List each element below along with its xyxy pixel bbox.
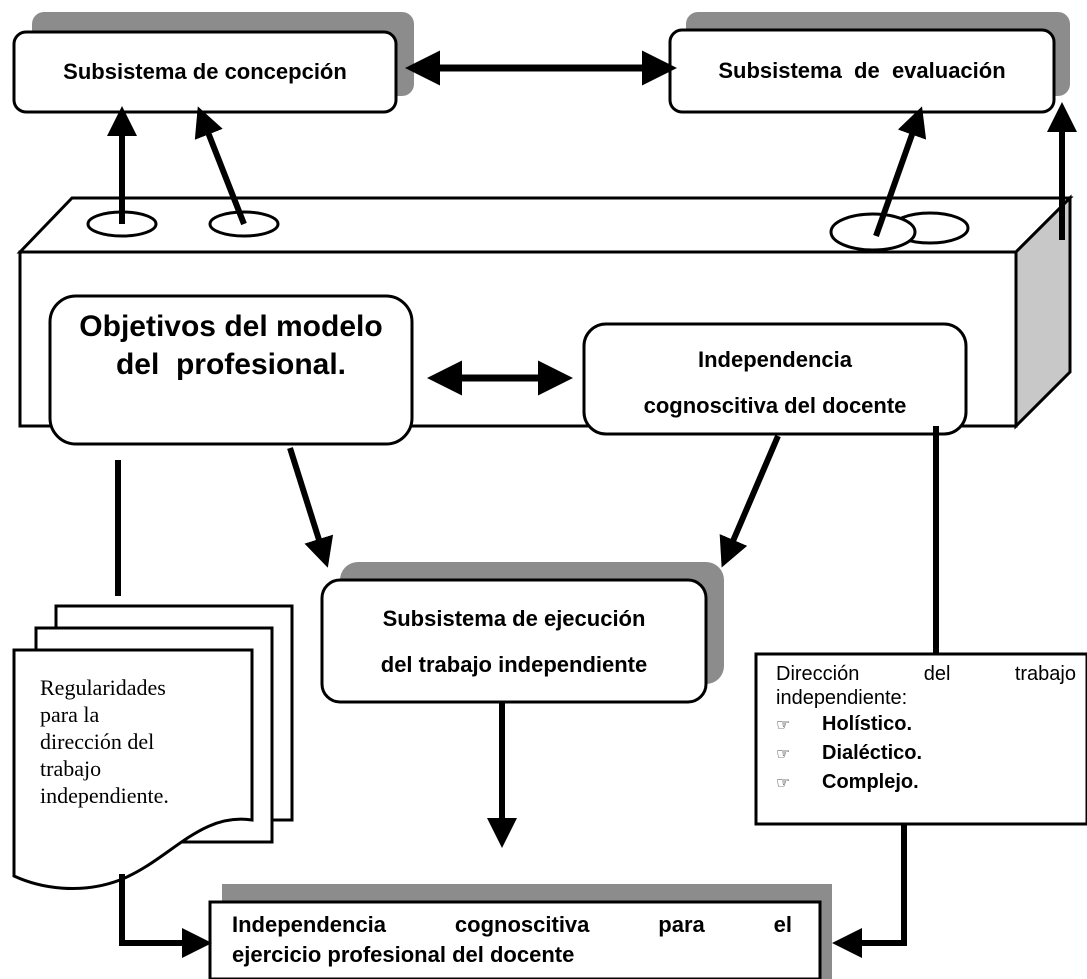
pointing-hand-icon: ☞ bbox=[776, 715, 791, 734]
regularidades-text: Regularidades para la dirección del trab… bbox=[40, 674, 240, 809]
arrow-docs-to-resultado bbox=[119, 874, 212, 958]
arrow-objetivos-to-ejecucion bbox=[287, 447, 334, 568]
evaluacion-label: Subsistema de evaluación bbox=[670, 30, 1054, 112]
regularidades-line: dirección del bbox=[40, 729, 155, 754]
concepcion-label: Subsistema de concepción bbox=[14, 32, 396, 112]
slab-hole-4 bbox=[829, 212, 917, 252]
box-objetivos bbox=[48, 294, 414, 446]
arrow-direccion-to-resultado bbox=[832, 824, 907, 958]
resultado-line-1: Independencia cognoscitiva para el bbox=[232, 912, 792, 937]
ejecucion-label: Subsistema de ejecución del trabajo inde… bbox=[322, 590, 706, 694]
pointing-hand-icon: ☞ bbox=[776, 773, 791, 792]
direccion-item: ☞ Holístico. bbox=[776, 712, 1076, 737]
direccion-item: ☞ Complejo. bbox=[776, 770, 1076, 795]
arrow-slab-to-concepcion-2 bbox=[194, 106, 247, 226]
direccion-item-label: Holístico. bbox=[822, 713, 913, 735]
resultado-label: Independencia cognoscitiva para el ejerc… bbox=[232, 908, 792, 972]
box-direccion bbox=[754, 652, 1087, 826]
direccion-text: Dirección del trabajo independiente: ☞ Ho… bbox=[776, 662, 1076, 795]
direccion-line-1: Dirección del trabajo bbox=[776, 663, 1076, 685]
regularidades-line: independiente. bbox=[40, 783, 169, 808]
independencia-docente-label: Independencia cognoscitiva del docente bbox=[584, 336, 966, 430]
direccion-item: ☞ Dialéctico. bbox=[776, 741, 1076, 766]
independencia-docente-line-1: Independencia bbox=[697, 347, 853, 372]
ejecucion-line-1: Subsistema de ejecución bbox=[382, 606, 646, 631]
direccion-line-2: independiente: bbox=[776, 687, 908, 709]
objetivos-line-2: del profesional. bbox=[115, 348, 347, 381]
ejecucion-line-2: del trabajo independiente bbox=[380, 652, 648, 677]
evaluacion-text: Subsistema de evaluación bbox=[718, 58, 1006, 83]
resultado-line-2: ejercicio profesional del docente bbox=[232, 942, 575, 967]
arrow-independencia-to-ejecucion bbox=[719, 434, 781, 568]
box-ejecucion bbox=[320, 578, 708, 704]
regularidades-line: para la bbox=[40, 702, 100, 727]
independencia-docente-line-2: cognoscitiva del docente bbox=[643, 393, 907, 418]
objetivos-line-1: Objetivos del modelo bbox=[79, 310, 383, 343]
regularidades-line: trabajo bbox=[40, 756, 102, 781]
objetivos-label: Objetivos del modelo del profesional. bbox=[50, 306, 412, 386]
pointing-hand-icon: ☞ bbox=[776, 744, 791, 763]
direccion-item-label: Dialéctico. bbox=[822, 742, 923, 764]
regularidades-line: Regularidades bbox=[40, 675, 166, 700]
direccion-item-label: Complejo. bbox=[822, 771, 919, 793]
concepcion-text: Subsistema de concepción bbox=[63, 59, 347, 84]
box-independencia-docente bbox=[582, 322, 968, 436]
arrow-slab-to-evaluacion bbox=[873, 106, 927, 238]
doc-page-front bbox=[12, 648, 254, 890]
